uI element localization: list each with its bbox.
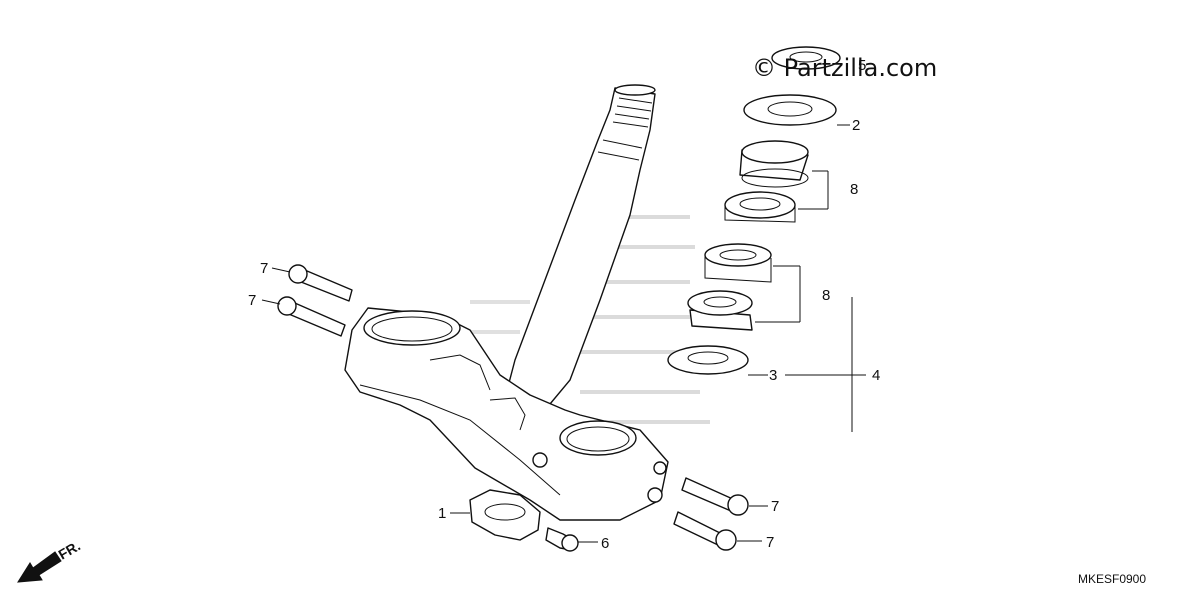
upper-bearing-8 <box>724 140 809 223</box>
lower-bearing-8 <box>687 243 772 331</box>
callout-5: 5 <box>858 57 866 74</box>
lower-dust-seal-3 <box>667 345 749 375</box>
bolt-7-lower-b <box>673 511 737 551</box>
dust-seal-2 <box>743 94 837 126</box>
stem-nut-5 <box>771 46 841 70</box>
callout-7-lower-b: 7 <box>766 534 774 551</box>
callout-6: 6 <box>601 535 609 552</box>
bolt-6 <box>545 527 579 552</box>
bolt-7-upper-b <box>277 296 346 337</box>
callout-4: 4 <box>872 367 880 384</box>
callout-7-lower-a: 7 <box>771 498 779 515</box>
callout-1: 1 <box>438 505 446 522</box>
callout-7-upper-a: 7 <box>260 260 268 277</box>
callout-8-upper: 8 <box>850 181 858 198</box>
diagram-code: MKESF0900 <box>1078 572 1147 586</box>
partzilla-watermark: © Partzilla.com <box>752 54 938 82</box>
front-direction-arrow: FR. <box>17 537 83 583</box>
leader-lines <box>261 124 866 543</box>
bolt-7-upper-a <box>288 264 353 302</box>
dotted-shading <box>460 215 710 424</box>
callout-8-lower: 8 <box>822 287 830 304</box>
bolt-7-lower-a <box>681 477 749 516</box>
callout-2: 2 <box>852 117 860 134</box>
callout-7-upper-b: 7 <box>248 292 256 309</box>
steering-stem-clamp <box>344 307 669 521</box>
callout-3: 3 <box>769 367 777 384</box>
handlebar-holder <box>469 489 541 541</box>
